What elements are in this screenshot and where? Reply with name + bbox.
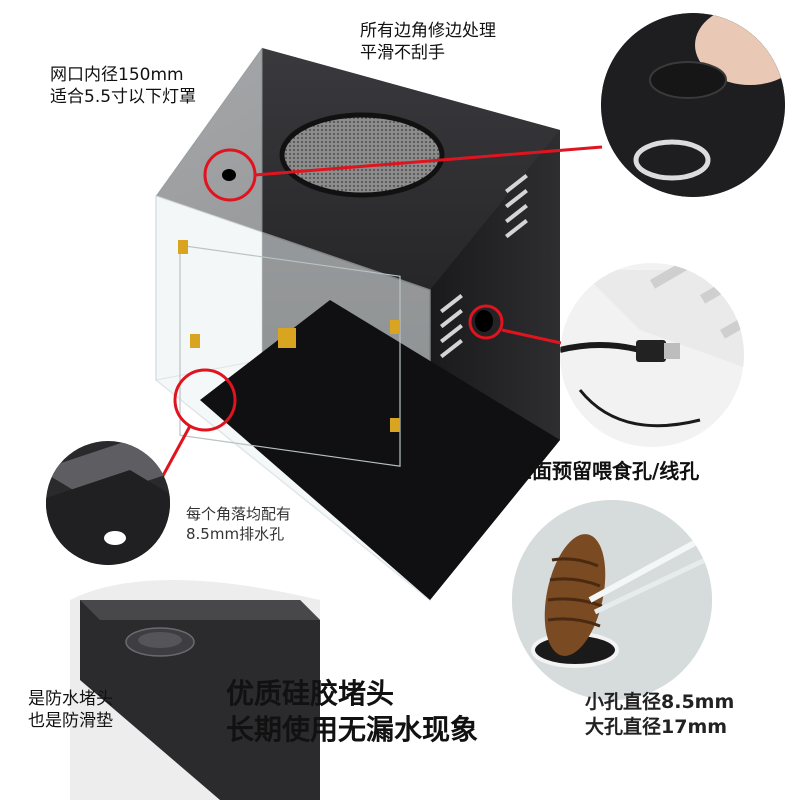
inset-drain-photo [46, 441, 170, 565]
edges-label: 所有边角修边处理 平滑不刮手 [360, 20, 496, 64]
inset-cable-photo [560, 263, 744, 447]
feeding-holes-label: 三面预留喂食孔/线孔 [512, 459, 700, 483]
diameter-line-2: 大孔直径17mm [585, 715, 728, 738]
net-opening-line-2: 适合5.5寸以下灯罩 [50, 87, 197, 108]
quality-label: 优质硅胶堵头 长期使用无漏水现象 [226, 676, 478, 749]
drain-line-2: 8.5mm排水孔 [186, 524, 285, 543]
net-opening-line-1: 网口内径150mm [50, 65, 184, 85]
silicone-plug-photo [70, 580, 320, 800]
enclosure [155, 46, 560, 602]
net-opening-label: 网口内径150mm 适合5.5寸以下灯罩 [50, 64, 196, 108]
quality-line-2: 长期使用无漏水现象 [226, 713, 479, 747]
inset-grommet-photo [601, 13, 785, 197]
edges-line-2: 平滑不刮手 [360, 43, 445, 64]
edges-line-1: 所有边角修边处理 [360, 21, 496, 41]
plug-line-2: 也是防滑垫 [28, 711, 113, 732]
drain-label: 每个角落均配有 8.5mm排水孔 [186, 505, 291, 544]
inset-feeding-photo [512, 500, 712, 700]
diameter-line-1: 小孔直径8.5mm [585, 691, 735, 713]
drain-line-1: 每个角落均配有 [186, 505, 292, 523]
quality-line-1: 优质硅胶堵头 [226, 677, 395, 710]
plug-line-1: 是防水堵头 [28, 689, 113, 709]
diameter-label: 小孔直径8.5mm 大孔直径17mm [585, 690, 734, 739]
plug-label: 是防水堵头 也是防滑垫 [28, 688, 113, 732]
